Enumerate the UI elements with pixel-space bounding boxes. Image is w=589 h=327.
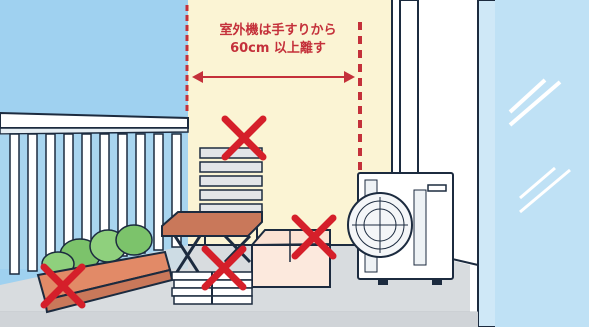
railing-bar <box>153 133 164 251</box>
railing-bar <box>171 133 182 248</box>
prohibited-cross-icon <box>201 245 247 291</box>
railing-bar <box>9 133 20 275</box>
arrow-head-left <box>192 71 203 83</box>
distance-annotation: 室外機は手すりから 60cm 以上離す <box>190 22 366 58</box>
prohibited-cross-icon <box>40 263 86 309</box>
prohibition-marks <box>40 115 337 309</box>
side-table <box>161 211 263 276</box>
outdoor-ac-unit <box>347 172 454 285</box>
railing-bar <box>27 133 38 272</box>
prohibited-cross-icon <box>291 214 337 260</box>
annotation-line-1: 室外機は手すりから <box>219 23 337 38</box>
railing-bar <box>45 133 56 269</box>
arrow-head-right <box>344 71 355 83</box>
annotation-line-2: 60cm 以上離す <box>230 41 326 56</box>
prohibited-cross-icon <box>221 115 267 161</box>
